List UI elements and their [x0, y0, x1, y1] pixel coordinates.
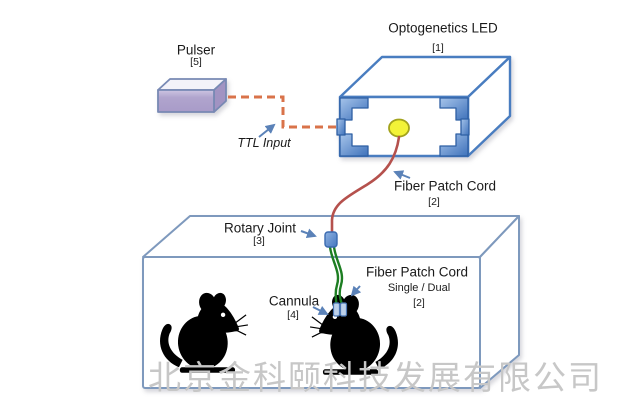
fiber-patch-cord-label: Fiber Patch Cord	[393, 178, 497, 194]
rotary-joint-ref: [3]	[253, 235, 265, 248]
fiber-patch-cord-cage-label: Fiber Patch Cord	[365, 264, 469, 280]
annotation-arrows	[258, 123, 411, 315]
ttl-cable	[228, 95, 337, 129]
optogenetics-led-ref: [1]	[432, 42, 444, 55]
cannula-ferrules	[332, 302, 348, 317]
rotary-joint	[324, 231, 338, 248]
fiber-patch-cord-red	[330, 135, 401, 235]
cannula-ref: [4]	[287, 309, 299, 322]
led-indicator	[388, 118, 410, 138]
rotary-joint-arrow	[300, 228, 317, 239]
optogenetics-led-box	[336, 55, 512, 158]
fiber-patch-cord-arrow	[393, 170, 411, 180]
led-side-connector	[460, 118, 470, 136]
cannula-label: Cannula	[268, 293, 320, 309]
ttl-input-label: TTL Input	[237, 136, 291, 151]
fiber-patch-cord-cage-ref: [2]	[413, 297, 425, 310]
pulser-ref: [5]	[190, 56, 202, 69]
pulser-label: Pulser	[176, 42, 216, 58]
rotary-joint-label: Rotary Joint	[223, 220, 297, 236]
cannula-arrow	[312, 305, 329, 315]
led-side-connector	[336, 118, 346, 136]
fiber-patch-cord-ref: [2]	[428, 196, 440, 209]
fiber-patch-cord-green	[328, 245, 344, 307]
ttl-input-arrow	[258, 123, 276, 138]
optogenetics-led-label: Optogenetics LED	[388, 20, 498, 36]
single-dual-fiber-arrow	[350, 285, 362, 297]
fiber-patch-cord-cage-sub: Single / Dual	[387, 281, 451, 294]
pulser-box	[157, 78, 227, 113]
company-watermark: 北京金科颐科技发展有限公司	[148, 359, 603, 396]
mouse-cage-box	[142, 215, 520, 389]
